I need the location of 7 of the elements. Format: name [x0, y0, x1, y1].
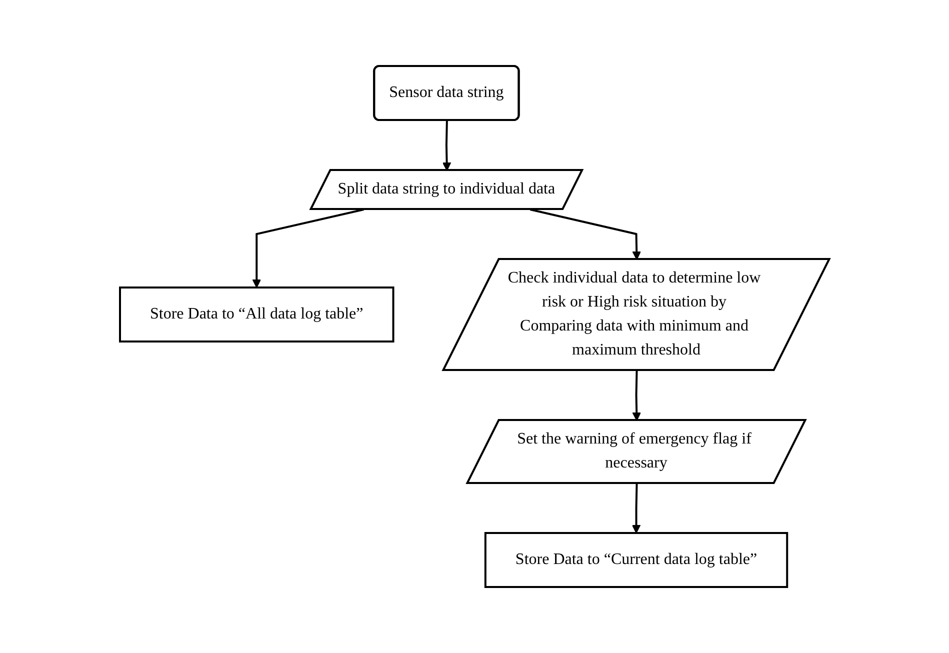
node-box: Store Data to “All data log table” [118, 286, 394, 342]
arrow [632, 483, 641, 534]
arrow [252, 208, 364, 288]
node-box: Store Data to “Current data log table” [484, 532, 788, 588]
arrow [530, 208, 641, 260]
arrow [442, 120, 452, 171]
arrow [632, 370, 641, 421]
